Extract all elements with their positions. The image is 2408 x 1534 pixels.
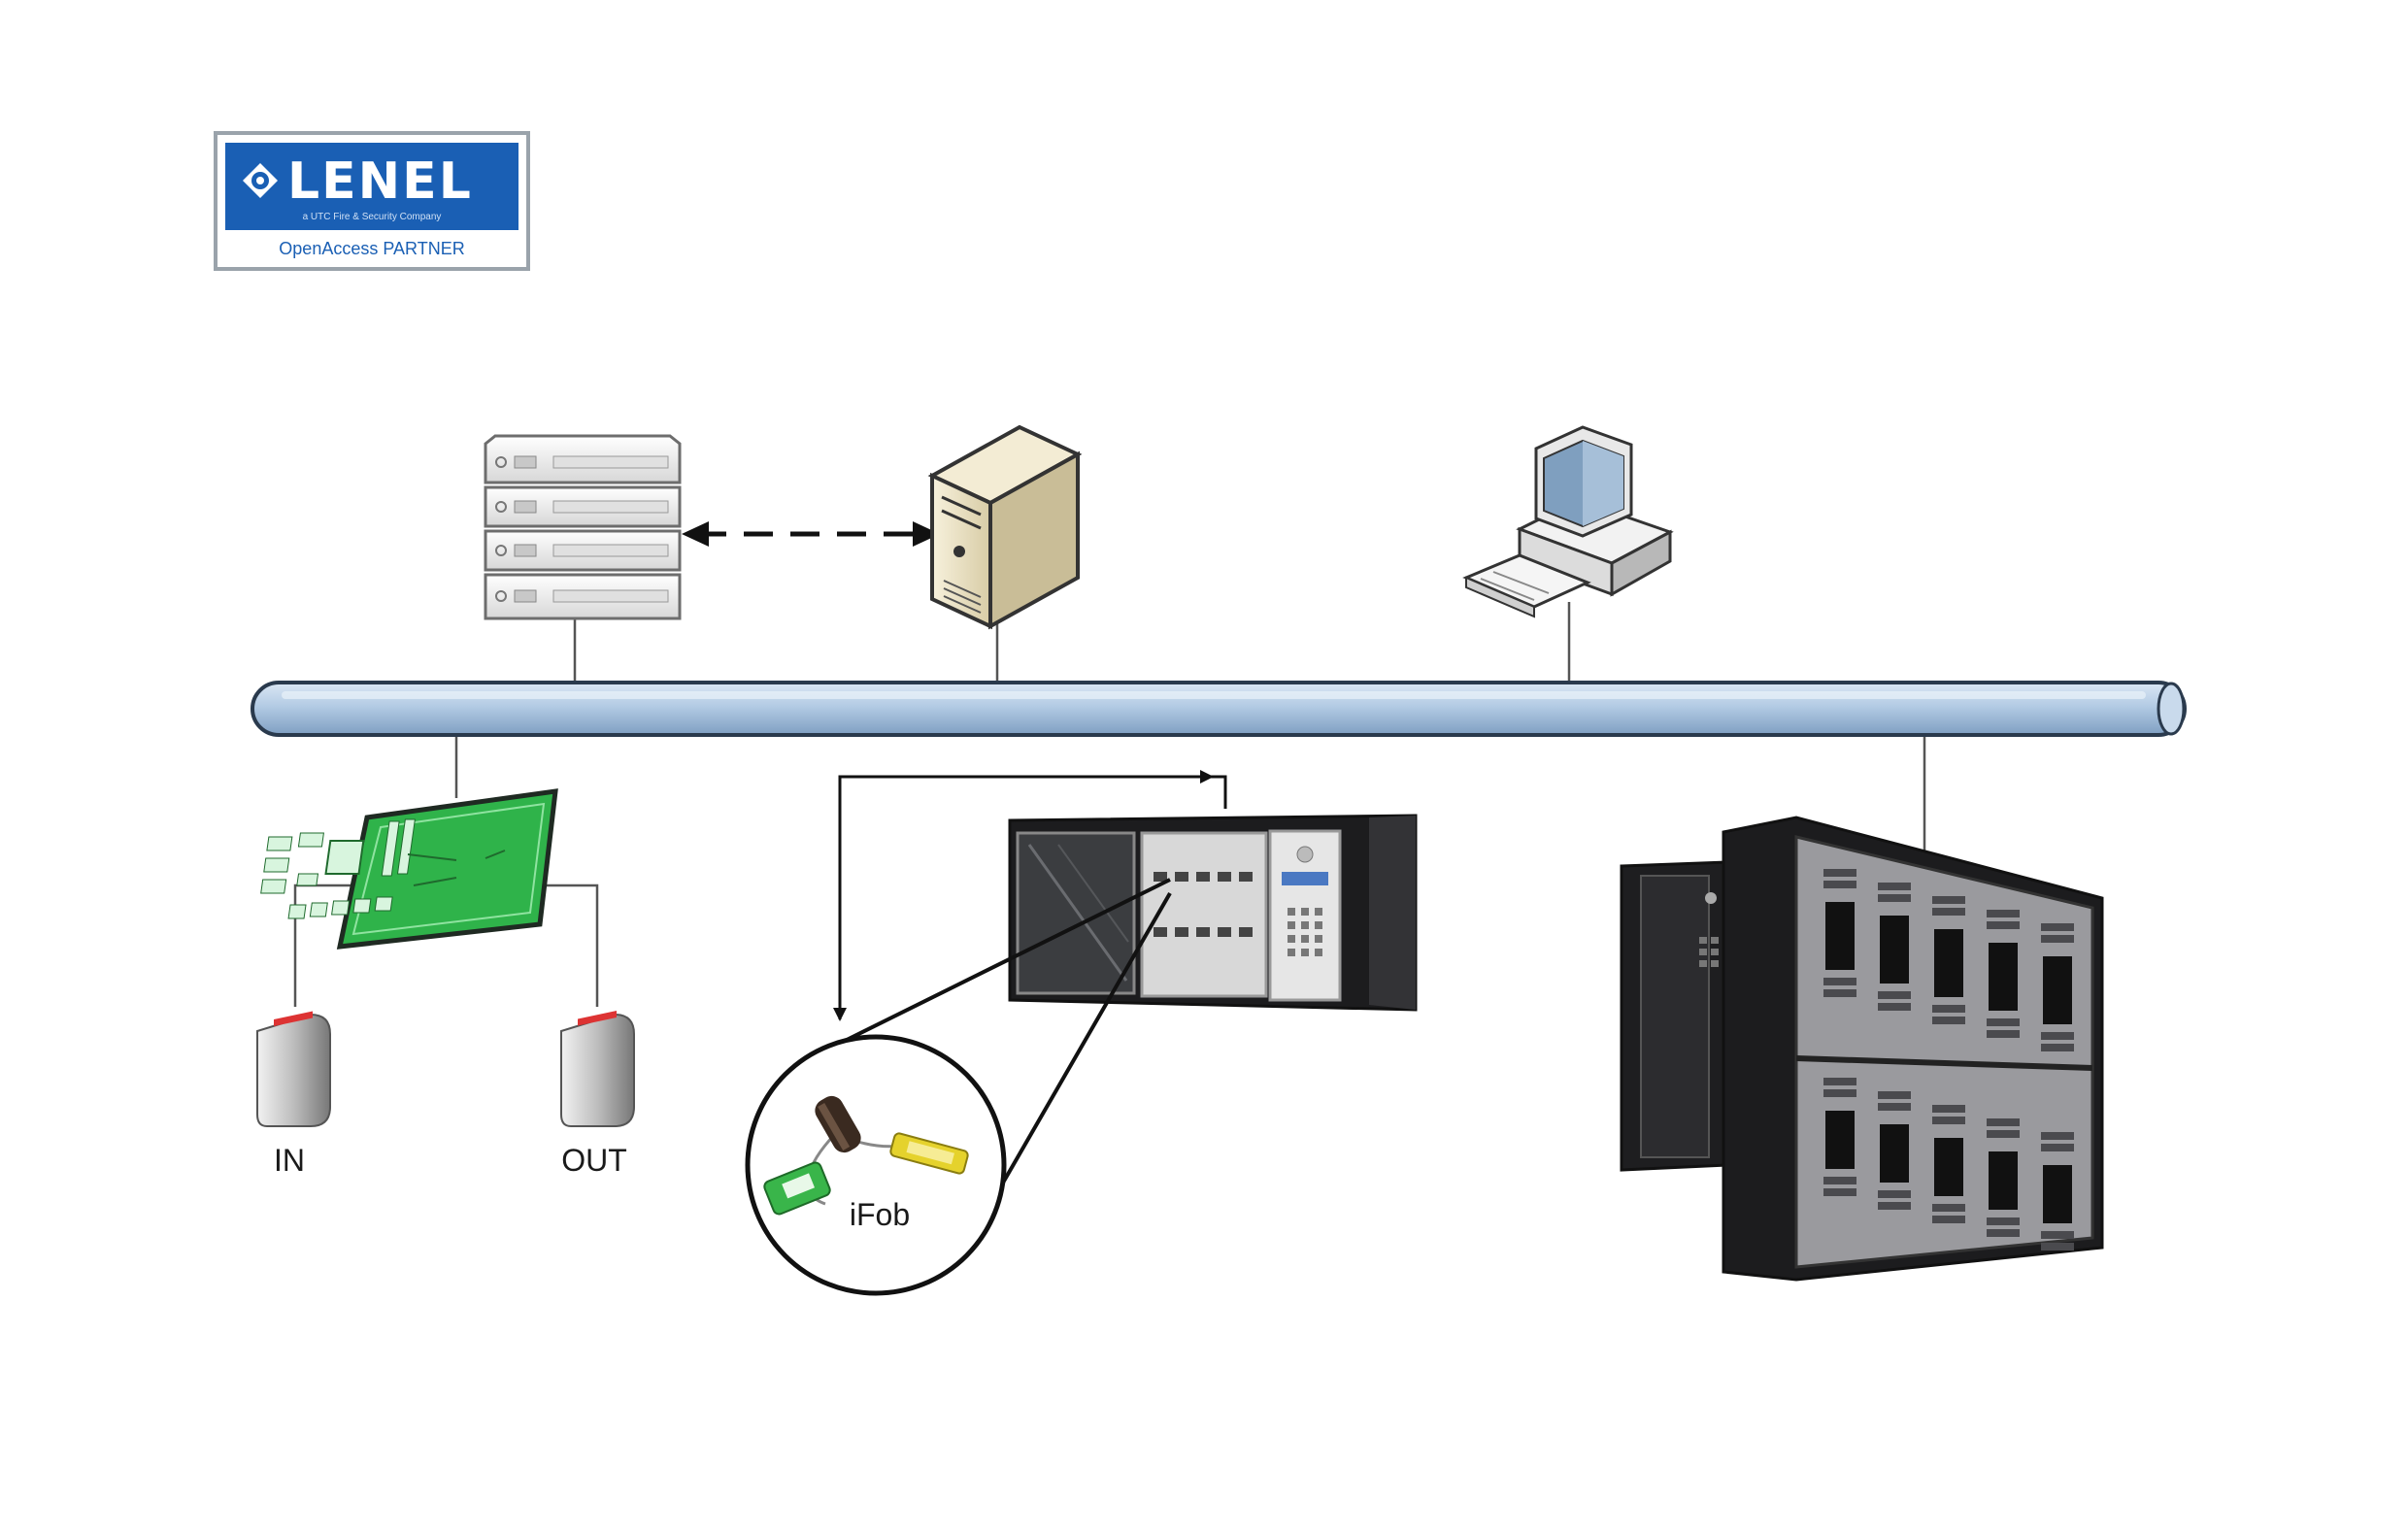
cabinet-keypad-panel [1268, 829, 1342, 1002]
locker-door [1932, 896, 1965, 1024]
card-reader-icon [560, 1011, 635, 1127]
rack-unit [484, 434, 682, 484]
locker-door [1878, 883, 1911, 1011]
rack-unit [484, 529, 682, 572]
network-bus-highlight [282, 691, 2146, 699]
locker-door [2041, 1132, 2074, 1251]
locker-bank-icon [1620, 816, 2104, 1282]
locker-door [1823, 1078, 1856, 1196]
workstation-icon [1462, 425, 1674, 618]
reader-in-label: IN [274, 1143, 305, 1178]
lenel-logo: LENEL a UTC Fire & Security Company Open… [214, 131, 530, 271]
logo-tagline: a UTC Fire & Security Company [303, 212, 442, 222]
logo-brand-text: LENEL [287, 152, 473, 211]
locker-doors [1823, 869, 2074, 1251]
reader-out-label: OUT [561, 1143, 627, 1178]
ifob-keys-icon [763, 1095, 969, 1216]
tower-server-icon [927, 424, 1083, 630]
controller-board-icon [260, 788, 558, 950]
lenel-emblem-icon [243, 163, 278, 198]
network-bus [251, 681, 2187, 737]
locker-door [1932, 1105, 1965, 1223]
locker-door [1987, 910, 2020, 1038]
ifob-callout-lines [842, 878, 1172, 1197]
rack-unit [484, 573, 682, 620]
logo-partner-text: OpenAccess PARTNER [279, 239, 464, 258]
rack-unit [484, 485, 682, 528]
locker-door [1987, 1118, 2020, 1237]
connector-lines [293, 602, 1926, 1007]
sync-arrow-icon [682, 521, 940, 547]
ifob-bracket-arrows [833, 770, 1227, 1021]
server-rack-icon [484, 434, 682, 620]
key-cabinet-icon [1008, 814, 1418, 1012]
key-slots [1154, 872, 1253, 937]
locker-door [1823, 869, 1856, 997]
glass-door [1016, 831, 1136, 995]
card-reader-icon [256, 1011, 331, 1127]
locker-door [2041, 923, 2074, 1051]
ifob-magnifier [745, 1034, 1007, 1296]
ifob-label: iFob [850, 1197, 910, 1232]
locker-door [1878, 1091, 1911, 1210]
